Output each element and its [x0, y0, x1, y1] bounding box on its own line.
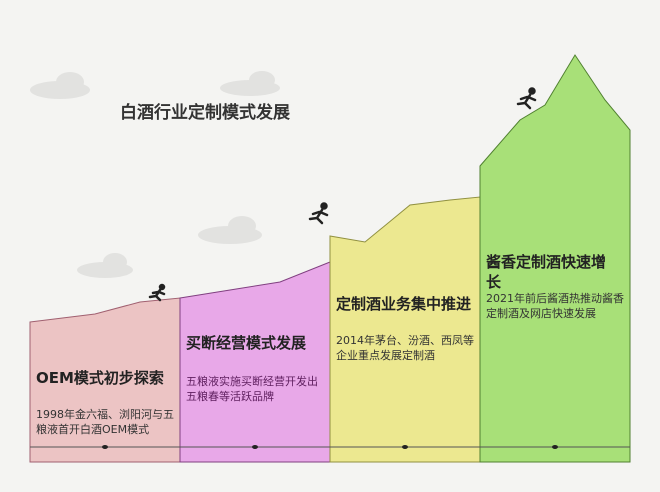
stage-3-heading: 定制酒业务集中推进 [336, 295, 472, 313]
runner-icons [148, 87, 537, 302]
cloud-icons [30, 71, 280, 278]
timeline-dots [102, 445, 558, 449]
stage-2-block [179, 261, 331, 463]
stage-1-desc: 1998年金六福、浏阳河与五粮液首开白酒OEM模式 [36, 408, 174, 436]
stage-2-heading: 买断经营模式发展 [186, 334, 307, 352]
page-title: 白酒行业定制模式发展 [120, 103, 290, 123]
stage-2-desc: 五粮液实施买断经营开发出五粮春等活跃品牌 [186, 375, 318, 403]
stage-4-desc: 2021年前后酱酒热推动酱香定制酒及网店快速发展 [486, 292, 624, 320]
stage-3-block [329, 196, 481, 463]
stage-1-heading: OEM模式初步探索 [36, 369, 164, 387]
stage-4-heading: 酱香定制酒快速增长 [486, 253, 607, 291]
stage-4-block [479, 54, 631, 463]
stage-3-desc: 2014年茅台、汾酒、西凤等企业重点发展定制酒 [336, 334, 474, 362]
